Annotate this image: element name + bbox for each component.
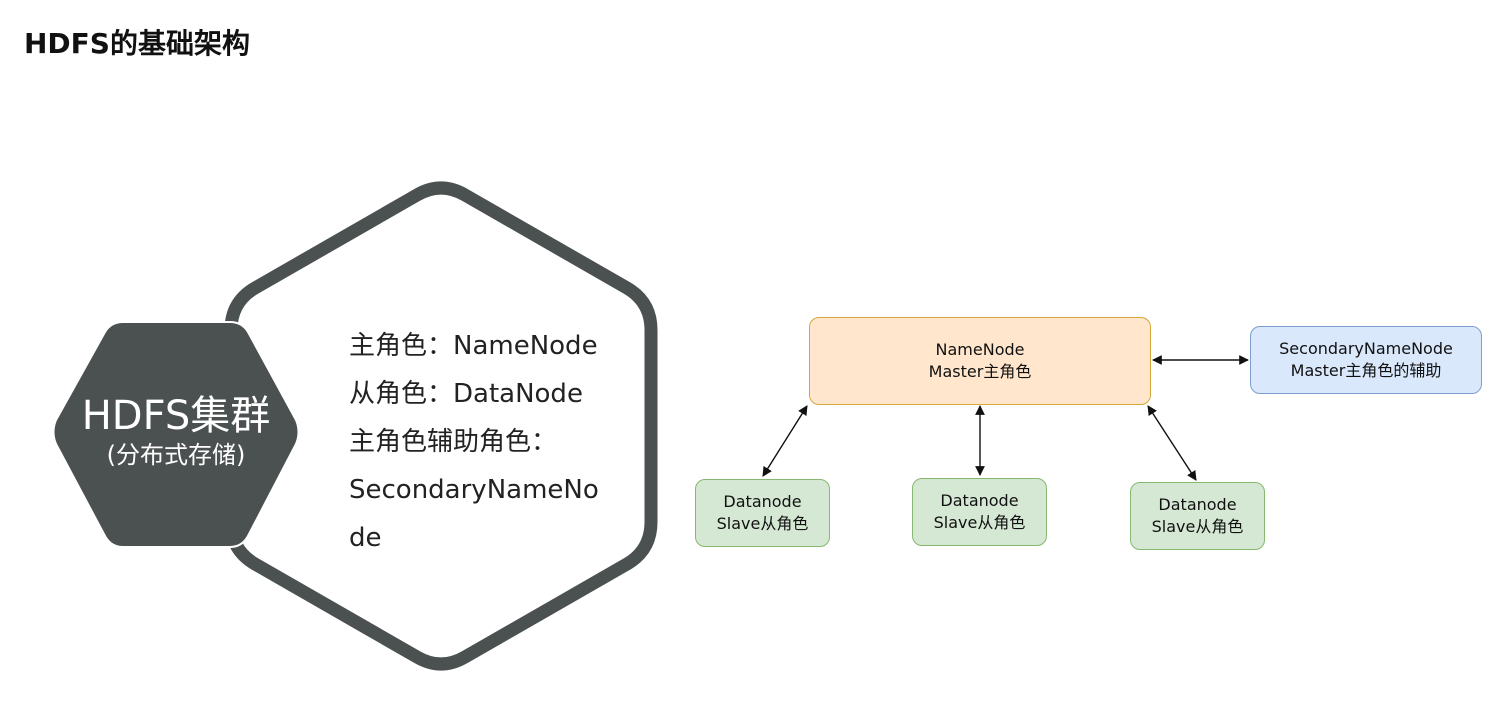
datanode-2-role: Slave从角色 xyxy=(933,513,1026,532)
namenode-box[interactable]: NameNode Master主角色 xyxy=(809,317,1151,405)
cluster-label: HDFS集群 (分布式存储) xyxy=(60,392,292,470)
role-master-line: 主角色：NameNode xyxy=(349,331,598,361)
datanode-3-role: Slave从角色 xyxy=(1151,517,1244,536)
cluster-subtitle: (分布式存储) xyxy=(106,441,246,469)
role-auxiliary-name-line: SecondaryNameNo xyxy=(349,475,599,505)
cluster-title: HDFS集群 xyxy=(81,393,271,439)
datanode-box-2[interactable]: Datanode Slave从角色 xyxy=(912,478,1047,546)
role-auxiliary-name-continuation: de xyxy=(349,523,382,553)
namenode-role: Master主角色 xyxy=(928,362,1032,381)
datanode-1-role: Slave从角色 xyxy=(716,514,809,533)
secondary-namenode-box[interactable]: SecondaryNameNode Master主角色的辅助 xyxy=(1250,326,1482,394)
roles-description: 主角色：NameNode 从角色：DataNode 主角色辅助角色： Secon… xyxy=(349,322,619,562)
role-slave-line: 从角色：DataNode xyxy=(349,379,583,409)
page-title: HDFS的基础架构 xyxy=(24,27,250,60)
datanode-box-3[interactable]: Datanode Slave从角色 xyxy=(1130,482,1265,550)
role-auxiliary-line: 主角色辅助角色： xyxy=(349,427,558,457)
datanode-2-name: Datanode xyxy=(940,491,1019,510)
datanode-3-name: Datanode xyxy=(1158,495,1237,514)
roles-hexagon-outline xyxy=(224,181,658,671)
datanode-1-name: Datanode xyxy=(723,492,802,511)
secondary-namenode-role: Master主角色的辅助 xyxy=(1290,361,1442,380)
arrow-namenode-datanode1 xyxy=(762,405,808,477)
datanode-box-1[interactable]: Datanode Slave从角色 xyxy=(695,479,830,547)
cluster-hexagon xyxy=(52,321,300,548)
arrow-namenode-datanode3 xyxy=(1147,405,1197,481)
secondary-namenode-name: SecondaryNameNode xyxy=(1279,339,1453,358)
namenode-name: NameNode xyxy=(935,340,1025,359)
